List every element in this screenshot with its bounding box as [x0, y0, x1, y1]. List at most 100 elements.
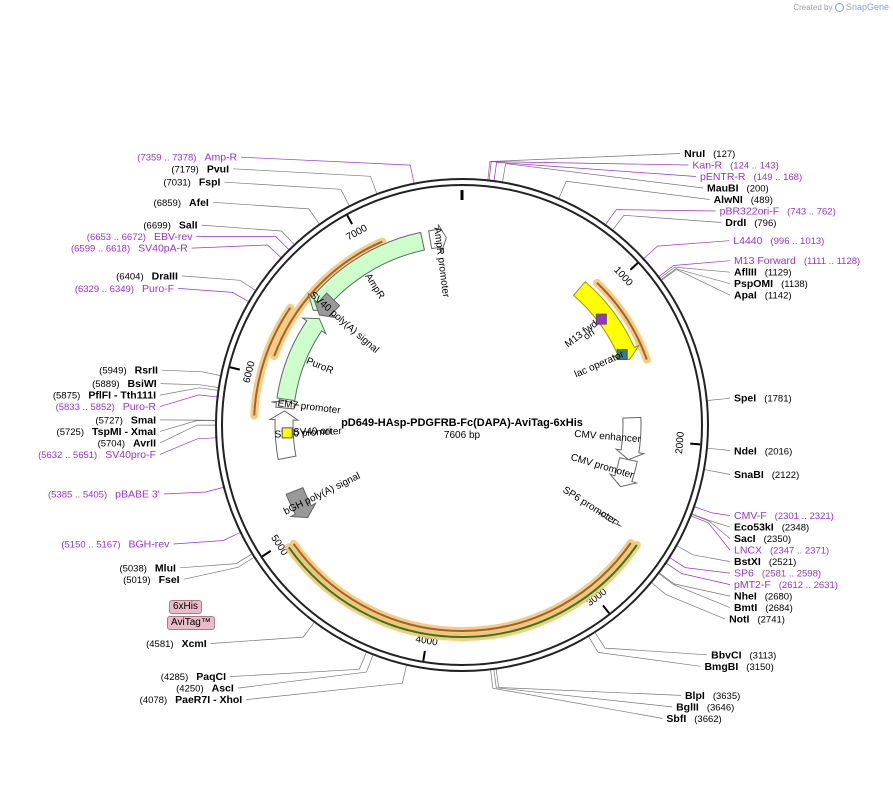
- ruler-tick: [229, 366, 241, 371]
- enzyme-label[interactable]: (7031)FspI: [163, 177, 220, 189]
- enzyme-label[interactable]: BstXI(2521): [734, 556, 796, 568]
- enzyme-label[interactable]: NdeI(2016): [734, 445, 792, 457]
- enzyme-label[interactable]: NruI(127): [684, 148, 735, 160]
- feature-label: CMV enhancer: [574, 429, 642, 445]
- enzyme-label[interactable]: (4285)PaqCI: [161, 671, 226, 683]
- label-leader: [490, 670, 663, 719]
- enzyme-label[interactable]: AflIII(1129): [734, 267, 792, 279]
- label-leader: [651, 582, 726, 620]
- enzyme-label[interactable]: NheI(2680): [734, 591, 792, 603]
- primer-label[interactable]: L4440(996 .. 1013): [733, 235, 824, 247]
- enzyme-label[interactable]: (6699)SalI: [143, 220, 197, 232]
- enzyme-label[interactable]: BmtI(2684): [734, 602, 793, 614]
- enzyme-label[interactable]: MauBI(200): [707, 183, 769, 195]
- primer-label[interactable]: LNCX(2347 .. 2371): [734, 545, 829, 557]
- label-leader: [246, 665, 407, 700]
- enzyme-label[interactable]: (5725)TspMI - XmaI: [57, 426, 157, 438]
- feature-sp6-promoter[interactable]: [597, 511, 622, 527]
- enzyme-label[interactable]: NotI(2741): [729, 614, 785, 626]
- enzyme-label[interactable]: (5038)MluI: [119, 562, 176, 574]
- enzyme-label[interactable]: (5019)FseI: [123, 574, 180, 586]
- enzyme-label[interactable]: (5949)RsrII: [99, 365, 158, 377]
- enzyme-label[interactable]: BlpI(3635): [685, 690, 740, 702]
- label-leader: [159, 387, 218, 396]
- enzyme-label[interactable]: SnaBI(2122): [734, 469, 799, 481]
- label-leader: [159, 420, 216, 432]
- label-leader: [502, 163, 704, 189]
- primer-label[interactable]: pENTR-R(149 .. 168): [700, 171, 802, 183]
- enzyme-label[interactable]: BglII(3646): [676, 701, 734, 713]
- enzyme-label[interactable]: (7179)PvuI: [171, 163, 229, 175]
- ruler-label: 6000: [242, 360, 258, 385]
- feature-label: lac operator: [573, 349, 626, 381]
- feature-ampr-promoter[interactable]: [428, 224, 447, 253]
- feature-cmv-promoter[interactable]: [608, 457, 639, 488]
- feature-lac-operator[interactable]: [616, 349, 628, 361]
- enzyme-label[interactable]: BmgBI(3150): [704, 661, 773, 673]
- enzyme-label[interactable]: (4250)AscI: [176, 683, 234, 695]
- feature-puror[interactable]: [276, 317, 327, 402]
- plasmid-name: pD649-HAsp-PDGFRB-Fc(DAPA)-AviTag-6xHis: [341, 417, 583, 429]
- primer-label[interactable]: M13 Forward(1111 .. 1128): [734, 255, 860, 267]
- primer-label[interactable]: CMV-F(2301 .. 2321): [734, 510, 834, 522]
- feature-m13-fwd[interactable]: [595, 313, 607, 325]
- orf-arc[interactable]: [596, 282, 648, 360]
- enzyme-label[interactable]: (5704)AvrII: [98, 437, 157, 449]
- enzyme-label[interactable]: (5889)BsiWI: [92, 378, 157, 390]
- enzyme-label[interactable]: ApaI(1142): [734, 290, 792, 302]
- label-leader: [224, 181, 350, 206]
- label-leader: [160, 383, 218, 388]
- enzyme-label[interactable]: AlwNI(489): [714, 194, 773, 206]
- primer-label[interactable]: SP6(2581 .. 2598): [734, 568, 821, 580]
- tag-avitag[interactable]: AviTag™: [167, 616, 215, 630]
- feature-label: AmpR: [362, 272, 386, 301]
- primer-label[interactable]: (6329 .. 6349)Puro-F: [75, 283, 174, 295]
- label-leader: [660, 266, 731, 279]
- enzyme-label[interactable]: SbfI(3662): [666, 713, 721, 725]
- primer-label[interactable]: (6599 .. 6618)SV40pA-R: [71, 243, 188, 255]
- feature-sv40-poly-a-signal[interactable]: [312, 292, 341, 319]
- enzyme-label[interactable]: SpeI(1781): [734, 392, 792, 404]
- primer-label[interactable]: (5385 .. 5405)pBABE 3': [48, 489, 160, 501]
- enzyme-label[interactable]: (6859)AfeI: [154, 197, 209, 209]
- label-leader: [232, 168, 378, 194]
- primer-label[interactable]: pBR322ori-F(743 .. 762): [720, 206, 836, 218]
- label-leader: [666, 563, 731, 585]
- enzyme-label[interactable]: PspOMI(1138): [734, 278, 808, 290]
- enzyme-label[interactable]: (5875)PflFI - Tth111I: [53, 390, 156, 402]
- label-leader: [658, 573, 731, 608]
- feature-em7-promoter[interactable]: [271, 400, 300, 410]
- label-leader: [661, 268, 731, 296]
- label-leader: [659, 572, 731, 597]
- orf-arc[interactable]: [292, 542, 632, 633]
- ruler-label: 7000: [345, 223, 370, 244]
- feature-sv40-ori[interactable]: [281, 427, 293, 439]
- primer-label[interactable]: (5632 .. 5651)SV40pro-F: [38, 449, 156, 461]
- enzyme-label[interactable]: (4078)PaeR7I - XhoI: [140, 694, 243, 706]
- enzyme-label[interactable]: BbvCI(3113): [711, 649, 776, 661]
- ruler-tick: [690, 442, 701, 446]
- enzyme-label[interactable]: SacI(2350): [734, 533, 791, 545]
- primer-label[interactable]: pMT2-F(2612 .. 2631): [734, 579, 838, 591]
- enzyme-label[interactable]: Eco53kI(2348): [734, 522, 809, 534]
- enzyme-label[interactable]: DrdI(796): [725, 217, 776, 229]
- primer-label[interactable]: (5833 .. 5852)Puro-R: [56, 401, 157, 413]
- enzyme-label[interactable]: (4581)XcmI: [146, 638, 207, 650]
- orf-arc[interactable]: [253, 307, 292, 416]
- primer-label[interactable]: Kan-R(124 .. 143): [692, 160, 778, 172]
- label-leader: [558, 180, 710, 200]
- primer-label[interactable]: (5150 .. 5167)BGH-rev: [61, 539, 170, 551]
- ruler-label: 2000: [674, 431, 687, 455]
- credit-brand: SnapGene: [845, 2, 889, 12]
- feature-cmv-enhancer[interactable]: [614, 416, 646, 461]
- label-leader: [179, 553, 252, 569]
- primer-label[interactable]: (7359 .. 7378)Amp-R: [137, 152, 237, 164]
- feature-bgh-poly-a-signal[interactable]: [285, 487, 317, 519]
- label-leader: [163, 487, 224, 495]
- orf-arc[interactable]: [273, 240, 383, 357]
- orf-arc[interactable]: [287, 544, 638, 639]
- enzyme-label[interactable]: (6404)DraIII: [116, 270, 178, 282]
- tag-6xhis[interactable]: 6xHis: [169, 600, 203, 614]
- enzyme-label[interactable]: (5727)SmaI: [95, 414, 156, 426]
- primer-label[interactable]: (6653 .. 6672)EBV-rev: [87, 231, 193, 243]
